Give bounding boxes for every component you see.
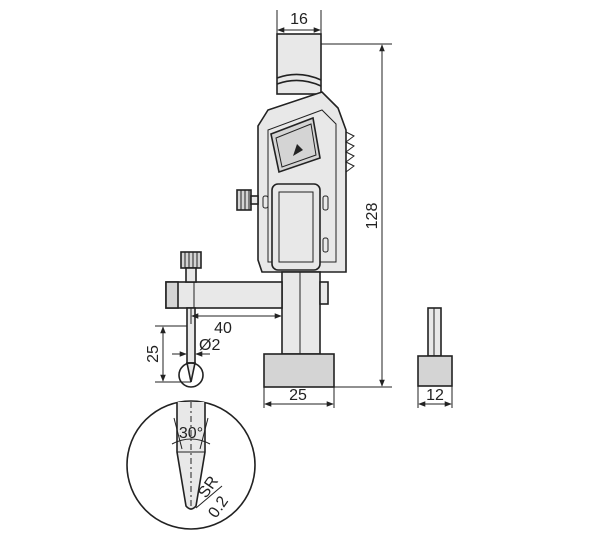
dimension-label-16: 16	[290, 11, 308, 28]
small-button-right-upper	[322, 195, 329, 211]
dimension-stylus-diameter: Ø2	[172, 337, 220, 357]
triangle-icon	[293, 144, 303, 156]
dimension-label-diameter: Ø2	[199, 337, 220, 354]
top-button	[270, 116, 321, 174]
column-lower	[281, 271, 329, 355]
dimension-side-base: 12	[417, 386, 453, 408]
dimension-height: 128	[321, 43, 392, 388]
tip-angle-label: 30°	[179, 425, 203, 442]
locking-knob	[236, 189, 259, 211]
tip-detail-view: 30° SR 0.2	[126, 400, 256, 530]
dimension-stylus-length: 25	[145, 325, 191, 383]
small-button-left	[262, 195, 269, 209]
clamp-screw	[180, 251, 202, 283]
dimension-label-128: 128	[364, 203, 381, 230]
height-gauge	[165, 33, 355, 388]
dimension-label-25-base: 25	[289, 387, 307, 404]
base-block	[263, 353, 335, 388]
dimension-label-25-stylus: 25	[145, 345, 162, 363]
dimension-base-width: 25	[263, 387, 335, 408]
dimension-width-top: 16	[276, 10, 322, 34]
detail-marker-circle	[178, 362, 204, 388]
column-top	[276, 33, 322, 95]
stylus-arm	[165, 281, 283, 309]
lcd-window	[271, 183, 321, 271]
side-view	[417, 307, 453, 387]
small-button-right-lower	[322, 237, 329, 253]
dimension-label-12: 12	[426, 387, 444, 404]
dimension-arm-length: 40	[190, 308, 283, 337]
dimension-label-40: 40	[214, 320, 232, 337]
